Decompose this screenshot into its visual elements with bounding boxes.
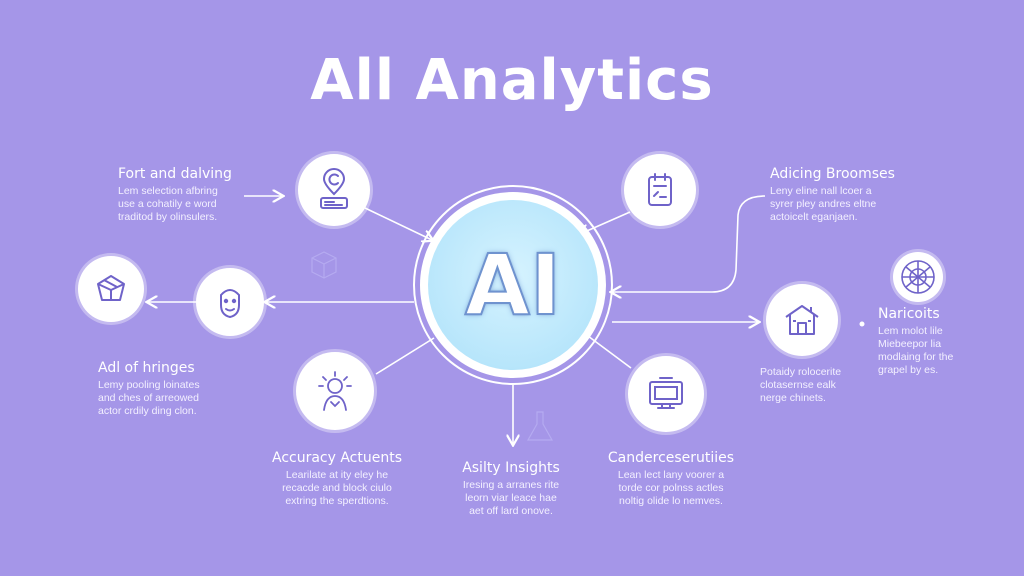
label-mid-left: Adl of hringes Lemy pooling loinates and… bbox=[98, 360, 258, 418]
label-top-right-line-3: actoicelt eganjaen. bbox=[770, 211, 858, 223]
node-clipboard bbox=[624, 154, 696, 226]
label-bottom-center-line-1: Iresing a arranes rite bbox=[462, 479, 560, 491]
label-top-left: Fort and dalving Lem selection afbring u… bbox=[118, 166, 268, 224]
connector-top-left bbox=[364, 207, 432, 240]
label-far-right: Naricoits Lem molot lile Miebeepor lia m… bbox=[878, 306, 988, 377]
node-box bbox=[78, 256, 144, 322]
label-top-left-heading: Fort and dalving bbox=[118, 166, 232, 182]
label-mid-left-line-1: Lemy pooling loinates bbox=[98, 379, 200, 391]
label-right-mid-line-3: nerge chinets. bbox=[760, 392, 826, 404]
label-bottom-left: Accuracy Actuents Learilate at ity eley … bbox=[262, 450, 412, 508]
label-mid-left-heading: Adl of hringes bbox=[98, 360, 195, 376]
label-bottom-left-line-1: Learilate at ity eley he bbox=[285, 469, 389, 481]
label-top-left-line-3: traditod by olinsulers. bbox=[118, 211, 218, 223]
label-right-mid-line-2: clotasernse ealk bbox=[760, 379, 836, 391]
label-top-left-line-1: Lem selection afbring bbox=[118, 185, 218, 197]
label-bottom-center-heading: Asilty Insights bbox=[462, 460, 560, 476]
label-top-right-heading: Adicing Broomses bbox=[770, 166, 895, 182]
connector-bottom-right bbox=[587, 335, 632, 369]
page-title: All Analytics bbox=[310, 48, 714, 113]
label-right-mid-line-1: Potaidy rolocerite bbox=[760, 366, 842, 378]
label-bottom-right-heading: Canderceserutiies bbox=[607, 450, 735, 466]
label-top-right-line-2: syrer pley andres eltne bbox=[770, 198, 877, 210]
decorative-dot bbox=[859, 321, 865, 327]
house-icon bbox=[785, 305, 819, 335]
label-bottom-center: Asilty Insights Iresing a arranes rite l… bbox=[436, 460, 586, 518]
connector-bottom-left bbox=[375, 337, 435, 375]
face-icon bbox=[220, 289, 240, 319]
label-bottom-center-line-3: aet off lard onove. bbox=[469, 505, 553, 517]
clipboard-icon bbox=[648, 173, 672, 206]
label-far-right-line-2: Miebeepor lia bbox=[878, 338, 942, 350]
label-bottom-right: Canderceserutiies Lean lect lany voorer … bbox=[596, 450, 746, 508]
label-bottom-center-line-2: leorn viar leace hae bbox=[465, 492, 557, 504]
label-far-right-line-1: Lem molot lile bbox=[878, 325, 943, 337]
label-bottom-left-line-2: recacde and block ciulo bbox=[282, 482, 392, 494]
label-bottom-right-line-1: Lean lect lany voorer a bbox=[617, 469, 725, 481]
node-sun-person bbox=[296, 352, 374, 430]
label-bottom-left-line-3: extring the sperdtions. bbox=[285, 495, 389, 507]
label-top-left-line-2: use a cohatily e word bbox=[118, 198, 217, 210]
sun-person-icon bbox=[318, 371, 352, 411]
label-bottom-right-line-3: noltig olide lo nemves. bbox=[619, 495, 723, 507]
connector-text-top-right bbox=[612, 195, 766, 292]
label-mid-left-line-3: actor crdily ding clon. bbox=[98, 405, 197, 417]
label-top-right-line-1: Leny eline nall lcoer a bbox=[770, 185, 872, 197]
monitor-icon bbox=[649, 377, 683, 409]
box-icon bbox=[97, 275, 125, 301]
label-far-right-line-4: grapel by es. bbox=[878, 364, 939, 376]
label-right-mid: Potaidy rolocerite clotasernse ealk nerg… bbox=[760, 366, 870, 405]
node-house bbox=[766, 284, 838, 356]
node-globe bbox=[893, 252, 943, 302]
node-location-chat bbox=[298, 154, 370, 226]
hub-ring bbox=[413, 185, 613, 385]
label-top-right: Adicing Broomses Leny eline nall lcoer a… bbox=[770, 166, 920, 224]
decorative-cube-icon bbox=[311, 251, 337, 279]
decorative-flask-icon bbox=[526, 411, 554, 441]
ai-hub: AI bbox=[420, 192, 606, 378]
label-bottom-right-line-2: torde cor polnss actles bbox=[618, 482, 724, 494]
label-far-right-heading: Naricoits bbox=[878, 306, 940, 322]
globe-icon bbox=[901, 260, 935, 294]
ai-hub-text: AI bbox=[428, 200, 598, 370]
label-bottom-left-heading: Accuracy Actuents bbox=[271, 450, 403, 466]
node-face bbox=[196, 268, 264, 336]
location-chat-icon bbox=[320, 168, 348, 209]
label-mid-left-line-2: and ches of arreowed bbox=[98, 392, 199, 404]
node-monitor bbox=[628, 356, 704, 432]
label-far-right-line-3: modlaing for the bbox=[878, 351, 954, 363]
